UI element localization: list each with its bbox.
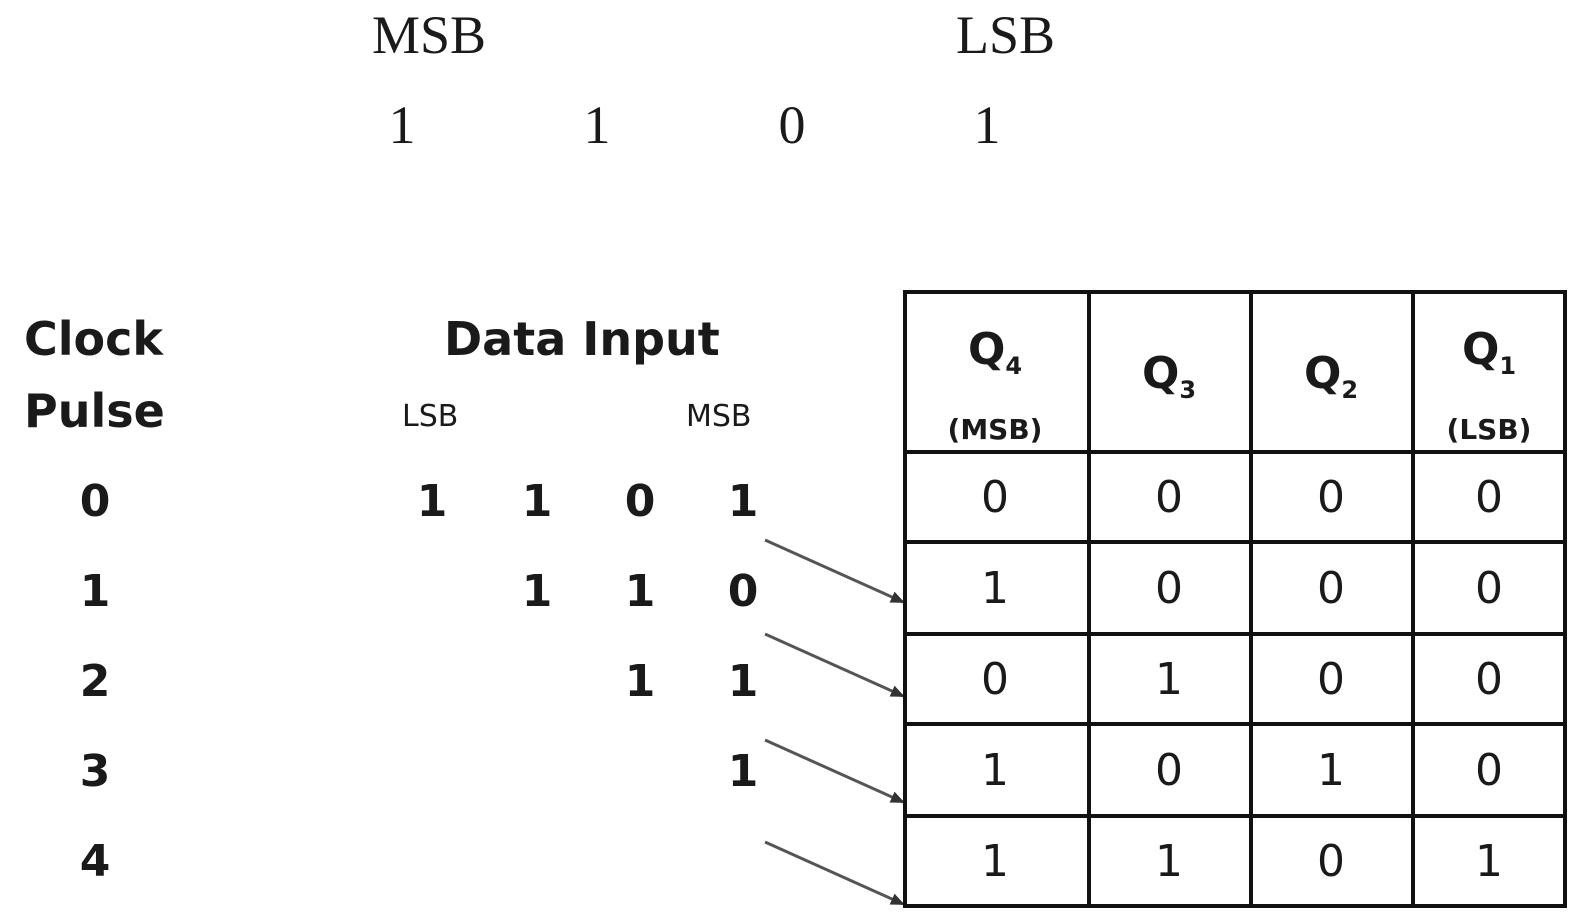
data-input-bit: 1 (727, 746, 759, 797)
header-q1: Q1 (1461, 324, 1517, 380)
table-cell: 1 (1475, 836, 1503, 887)
data-input-bit: 1 (416, 476, 448, 527)
data-input-bit: 0 (624, 476, 656, 527)
shift-arrow (764, 538, 905, 604)
table-cell: 0 (981, 654, 1009, 705)
table-grid (903, 290, 1567, 908)
data-input-bit: 1 (521, 566, 553, 617)
header-q4: Q4 (967, 324, 1023, 380)
top-bit: 1 (973, 95, 1001, 155)
clock-pulse-label-line1: Clock (24, 312, 163, 366)
register-state-table: Q4 (MSB) Q3 Q2 Q1 (LSB) 0 0 0 0 1 0 0 0 … (903, 290, 1567, 908)
clock-pulse-label-line2: Pulse (24, 384, 165, 438)
top-bit: 1 (388, 95, 416, 155)
clock-value: 4 (79, 836, 111, 887)
table-cell: 1 (1155, 654, 1183, 705)
table-cell: 1 (1317, 745, 1345, 796)
header-q3: Q3 (1141, 348, 1197, 404)
header-q4-note: (MSB) (947, 413, 1043, 446)
table-cell: 0 (1317, 654, 1345, 705)
lsb-label: LSB (956, 5, 1056, 65)
clock-value: 3 (79, 746, 111, 797)
data-input-bit: 1 (624, 656, 656, 707)
data-input-bit: 0 (727, 566, 759, 617)
table-cell: 0 (1155, 563, 1183, 614)
data-input-bit: 1 (624, 566, 656, 617)
msb-label: MSB (372, 5, 487, 65)
table-cell: 0 (1475, 654, 1503, 705)
table-cell: 0 (1475, 563, 1503, 614)
data-input-lsb-label: LSB (402, 399, 459, 434)
clock-value: 2 (79, 656, 111, 707)
table-cell: 1 (981, 836, 1009, 887)
table-cell: 1 (1155, 836, 1183, 887)
shift-arrow (764, 632, 905, 698)
table-cell: 0 (981, 472, 1009, 523)
table-cell: 0 (1317, 472, 1345, 523)
table-cell: 0 (1155, 745, 1183, 796)
shift-arrow (764, 738, 905, 804)
top-bit: 0 (778, 95, 806, 155)
data-input-label: Data Input (444, 312, 720, 366)
header-q2: Q2 (1303, 348, 1359, 404)
clock-value: 1 (79, 566, 111, 617)
table-cell: 0 (1317, 563, 1345, 614)
shift-arrow (764, 840, 905, 906)
table-cell: 1 (981, 745, 1009, 796)
clock-value: 0 (79, 476, 111, 527)
data-input-bit: 1 (727, 656, 759, 707)
header-q1-note: (LSB) (1446, 413, 1532, 446)
table-cell: 0 (1317, 836, 1345, 887)
data-input-msb-label: MSB (686, 399, 752, 434)
data-input-bit: 1 (521, 476, 553, 527)
table-cell: 1 (981, 563, 1009, 614)
table-cell: 0 (1475, 745, 1503, 796)
table-cell: 0 (1475, 472, 1503, 523)
data-input-bit: 1 (727, 476, 759, 527)
top-bit: 1 (583, 95, 611, 155)
table-cell: 0 (1155, 472, 1183, 523)
